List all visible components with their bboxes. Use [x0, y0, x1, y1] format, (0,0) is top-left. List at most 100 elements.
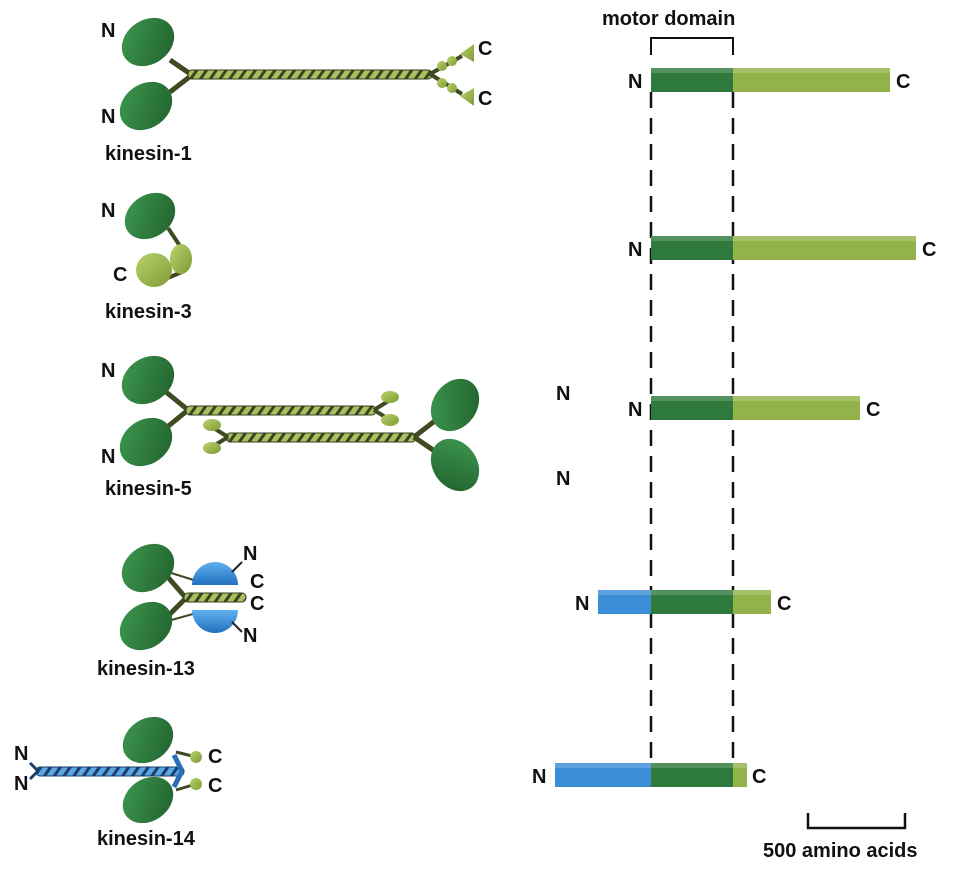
kinesin-14-structure: N N C C kinesin-14 [14, 716, 222, 850]
kinesin-13-n-terminal-domain [192, 610, 238, 633]
kinesin-13-bar-n-label: N [575, 593, 589, 615]
kinesin-13-n-terminal-domain [192, 562, 238, 585]
kinesin-3-n-terminus-label: N [101, 200, 115, 222]
kinesin-5-name: kinesin-5 [105, 478, 192, 500]
kinesin-14-c-bead [190, 751, 202, 763]
kinesin-1-bar-n-label: N [628, 71, 642, 93]
kinesin-14-bar-n-label: N [532, 766, 546, 788]
kinesin-13-structure: N C C N kinesin-13 [97, 543, 264, 680]
kinesin-13-terminus-tick [231, 561, 243, 633]
kinesin-1-domain-bar: N C [628, 68, 910, 93]
kinesin-5-motor-segment [651, 396, 733, 420]
kinesin-1-coiled-coil [187, 69, 433, 80]
kinesin-5-domain-bar: N C N N [556, 383, 880, 490]
kinesin-5-motor-head [119, 417, 173, 467]
scale-bar-bracket [806, 813, 907, 830]
kinesin-5-tail-bead [381, 414, 399, 426]
kinesin-3-tail-segment [733, 236, 916, 260]
kinesin-14-c-terminus-label: C [208, 746, 222, 768]
kinesin-5-motor-head [430, 378, 480, 432]
motor-domain-bracket [650, 37, 734, 55]
kinesin-3-structure: N C kinesin-3 [101, 192, 192, 323]
kinesin-1-tail-cone [460, 44, 474, 62]
kinesin-14-domain-bar: N C [532, 763, 766, 788]
kinesin-1-light-chain-bead [447, 56, 457, 66]
kinesin-1-motor-head [119, 81, 173, 131]
kinesin-1-tail-cone [460, 88, 474, 106]
kinesin-5-n-terminus-label: N [101, 446, 115, 468]
kinesin-1-structure: N N C C kinesin-1 [101, 17, 492, 165]
kinesin-3-motor-head [124, 192, 176, 240]
kinesin-3-c-terminus-label: C [113, 264, 127, 286]
kinesin-13-c-terminus-label: C [250, 571, 264, 593]
kinesin-3-tail-domain [170, 244, 192, 274]
kinesin-1-n-terminus-label: N [101, 20, 115, 42]
kinesin-5-neck-left [164, 390, 192, 430]
kinesin-1-motor-head [121, 17, 175, 67]
motor-domain-label: motor domain [602, 8, 735, 30]
kinesin-3-motor-segment [651, 236, 733, 260]
kinesin-1-light-chain-bead [437, 78, 447, 88]
kinesin-13-n-terminus-label: N [243, 543, 257, 565]
kinesin-5-tail-segment [733, 396, 860, 420]
kinesin-14-c-terminus-label: C [208, 775, 222, 797]
kinesin-5-coiled-coil [225, 432, 417, 443]
kinesin-5-tail-bead [203, 419, 221, 431]
kinesin-13-coiled-coil [183, 592, 247, 603]
kinesin-5-coiled-coil [185, 405, 377, 416]
kinesin-14-coiled-coil [35, 766, 185, 777]
kinesin-13-motor-head [121, 543, 175, 593]
kinesin-13-bar-c-label: C [777, 593, 791, 615]
kinesin-14-tail-segment [733, 763, 747, 787]
kinesin-14-bar-c-label: C [752, 766, 766, 788]
kinesin-1-light-chain-bead [447, 83, 457, 93]
kinesin-5-n-terminus-label: N [101, 360, 115, 382]
kinesin-14-motor-head [122, 776, 174, 824]
kinesin-13-bar-highlight [598, 590, 771, 595]
kinesin-5-tail-bead [203, 442, 221, 454]
kinesin-14-neck [171, 753, 185, 789]
kinesin-5-bar-highlight [651, 396, 860, 401]
kinesin-3-bar-highlight [651, 236, 916, 241]
kinesin-14-n-terminal-segment [555, 763, 651, 787]
kinesin-5-tail-bead [381, 391, 399, 403]
kinesin-14-motor-head [122, 716, 174, 764]
kinesin-5-stray-n-label: N [556, 468, 570, 490]
kinesin-14-motor-segment [651, 763, 733, 787]
kinesin-3-domain-bar: N C [628, 236, 936, 261]
kinesin-5-bar-c-label: C [866, 399, 880, 421]
kinesin-3-name: kinesin-3 [105, 301, 192, 323]
kinesin-13-name: kinesin-13 [97, 658, 195, 680]
kinesin-1-tail-fork [428, 54, 464, 96]
kinesin-13-domain-bar: N C [575, 590, 791, 615]
kinesin-5-neck-right [412, 418, 438, 455]
motor-domain-marker: motor domain [602, 8, 735, 765]
kinesin-14-n-terminus-label: N [14, 773, 28, 795]
kinesin-14-bar-highlight [555, 763, 747, 768]
kinesin-3-bar-c-label: C [922, 239, 936, 261]
kinesin-13-n-terminus-label: N [243, 625, 257, 647]
kinesin-14-n-terminus-label: N [14, 743, 28, 765]
kinesin-14-n-fork [28, 761, 40, 781]
kinesin-13-tail-segment [733, 590, 771, 614]
kinesin-5-motor-head [430, 438, 480, 492]
scale-bar-label: 500 amino acids [763, 840, 918, 862]
kinesin-1-name: kinesin-1 [105, 143, 192, 165]
kinesin-14-name: kinesin-14 [97, 828, 196, 850]
kinesin-5-stray-n-label: N [556, 383, 570, 405]
kinesin-1-tail-segment [733, 68, 890, 92]
kinesin-5-bar-n-label: N [628, 399, 642, 421]
kinesin-14-c-bead [190, 778, 202, 790]
kinesin-5-structure: N N kinesin-5 [101, 355, 480, 500]
kinesin-13-c-terminus-label: C [250, 593, 264, 615]
kinesin-5-motor-head [121, 355, 175, 405]
kinesin-1-light-chain-bead [437, 61, 447, 71]
kinesin-1-motor-segment [651, 68, 733, 92]
kinesin-1-bar-highlight [651, 68, 890, 73]
kinesin-3-tail-domain [136, 253, 172, 287]
kinesin-1-bar-c-label: C [896, 71, 910, 93]
kinesin-13-motor-head [119, 601, 173, 651]
kinesin-1-n-terminus-label: N [101, 106, 115, 128]
